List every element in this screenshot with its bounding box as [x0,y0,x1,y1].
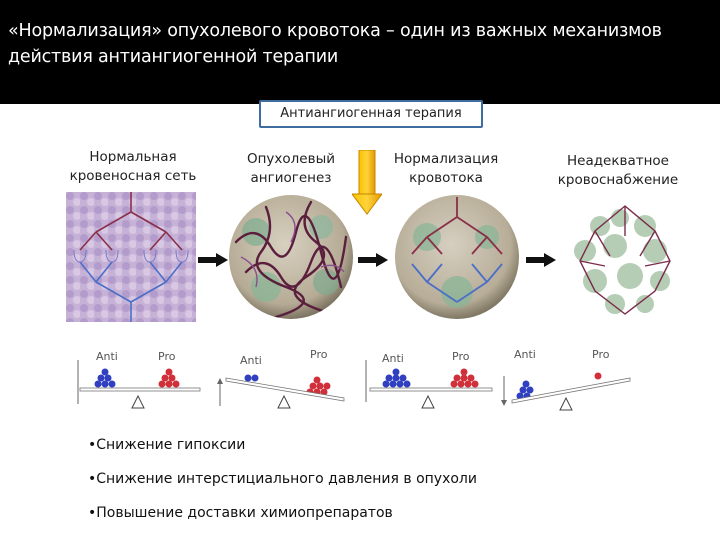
anti-label: Anti [240,354,262,367]
anti-label: Anti [382,352,404,365]
balance-scale-normalized: Anti Pro [365,350,493,409]
pro-label: Pro [158,350,176,363]
bullet-item: •Повышение доставки химиопрепаратов [88,505,393,521]
arrow-right-2 [358,253,388,267]
pro-label: Pro [592,348,610,361]
pro-label: Pro [452,350,470,363]
balance-scale-anti-heavy: Anti Pro [501,348,631,411]
bullet-item: •Снижение интерстициального давления в о… [88,471,477,487]
balance-scale-pro-heavy: Anti Pro [217,348,345,409]
bullet-item: •Снижение гипоксии [88,437,246,453]
arrow-right-1 [198,253,228,267]
therapy-down-arrow [352,150,382,215]
slide-title: «Нормализация» опухолевого кровотока – о… [8,21,662,67]
tumor-angiogenesis-image [229,195,353,319]
balance-scale-balanced: Anti Pro [77,350,201,409]
panel-label-inadequate: Неадекватное кровоснабжение [557,153,679,188]
anti-label: Anti [96,350,118,363]
benefits-list: •Снижение гипоксии •Снижение интерстициа… [88,436,588,538]
slide-header: «Нормализация» опухолевого кровотока – о… [0,0,720,104]
normalization-image [395,195,519,319]
normal-network-image [66,192,196,322]
arrow-right-3 [526,253,556,267]
panel-label-tumor: Опухолевый ангиогенез [246,151,335,186]
therapy-label-box: Антиангиогенная терапия [259,100,483,128]
inadequate-supply-image [574,205,671,315]
anti-label: Anti [514,348,536,361]
pro-label: Pro [310,348,328,361]
panel-label-normal: Нормальная кровеносная сеть [69,149,197,184]
panel-label-normalization: Нормализация кровотока [393,151,499,186]
